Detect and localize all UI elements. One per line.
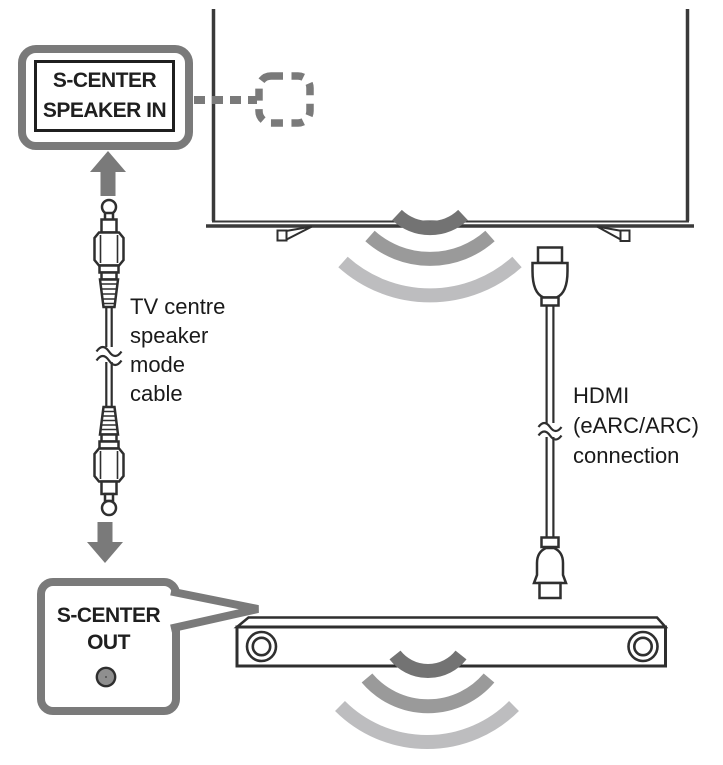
soundbar bbox=[233, 616, 669, 668]
cable-break bbox=[537, 421, 563, 441]
tv-outline bbox=[206, 9, 694, 228]
minijack-plug-bottom-icon bbox=[93, 405, 125, 517]
tv-sound-waves bbox=[338, 209, 522, 303]
tv-stand-right bbox=[596, 225, 631, 242]
s-center-speaker-in-frame: S-CENTER SPEAKER IN bbox=[34, 60, 175, 132]
callout-tail bbox=[170, 587, 259, 633]
up-arrow-icon bbox=[90, 151, 126, 196]
hdmi-plug-top-icon bbox=[531, 246, 569, 307]
s-center-out-box: S-CENTER OUT bbox=[37, 578, 180, 715]
hdmi-label: HDMI (eARC/ARC) connection bbox=[573, 383, 699, 468]
soundbar-speaker-left-icon bbox=[245, 630, 278, 663]
center-cable-line bbox=[95, 307, 123, 407]
soundbar-sound-waves bbox=[335, 650, 519, 749]
minijack-plug-top-icon bbox=[93, 198, 125, 309]
down-arrow-icon bbox=[87, 522, 123, 563]
s-center-speaker-in-box: S-CENTER SPEAKER IN bbox=[18, 45, 193, 150]
cable-break bbox=[95, 345, 123, 367]
hdmi-cable-line bbox=[537, 305, 563, 538]
s-center-out-jack-icon bbox=[98, 669, 114, 685]
tv-stand-left bbox=[276, 225, 313, 242]
tv-port-marker bbox=[255, 72, 314, 127]
hdmi-plug-bottom-icon bbox=[532, 536, 568, 600]
s-center-speaker-in-label: S-CENTER SPEAKER IN bbox=[42, 69, 167, 122]
s-center-out-label: S-CENTER OUT bbox=[56, 604, 161, 654]
tv-cable-label: TV centre speaker mode cable bbox=[130, 294, 226, 406]
soundbar-speaker-right-icon bbox=[627, 630, 659, 663]
